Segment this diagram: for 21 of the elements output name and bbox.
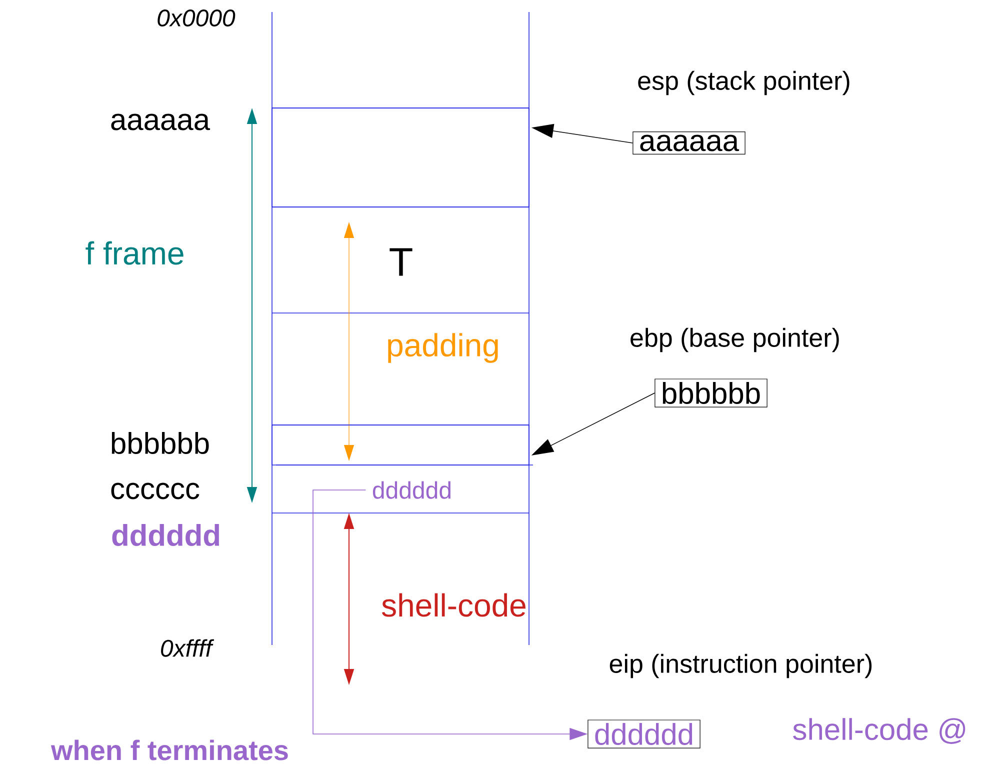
stack-label: dddddd [112, 524, 220, 546]
heading-text: eip (instruction pointer) [610, 654, 872, 678]
heading-text: ebp (base pointer) [630, 328, 839, 352]
stack-value-text: dddddd [372, 481, 450, 499]
address-label: 0xffff [161, 639, 214, 657]
address-label: 0x0000 [158, 10, 236, 26]
stack-cell [272, 108, 530, 208]
stack-label: cccccc [111, 482, 200, 500]
value-box: aaaaaa [632, 131, 746, 155]
heading-text: esp (stack pointer) [638, 70, 850, 96]
value-box: bbbbbb [654, 378, 768, 408]
dimension-label: padding [388, 333, 498, 363]
value-box: dddddd [588, 720, 700, 748]
stack-label: aaaaaa [111, 114, 210, 130]
stack-label: bbbbbb [112, 432, 209, 454]
caption-text: when f terminates [50, 740, 288, 760]
stack-cell [272, 424, 530, 466]
caption-text: shell-code @ [793, 718, 966, 744]
dimension-label: shell-code [382, 593, 526, 617]
dimension-label: f frame [86, 241, 184, 265]
variable-label: T [390, 248, 412, 276]
